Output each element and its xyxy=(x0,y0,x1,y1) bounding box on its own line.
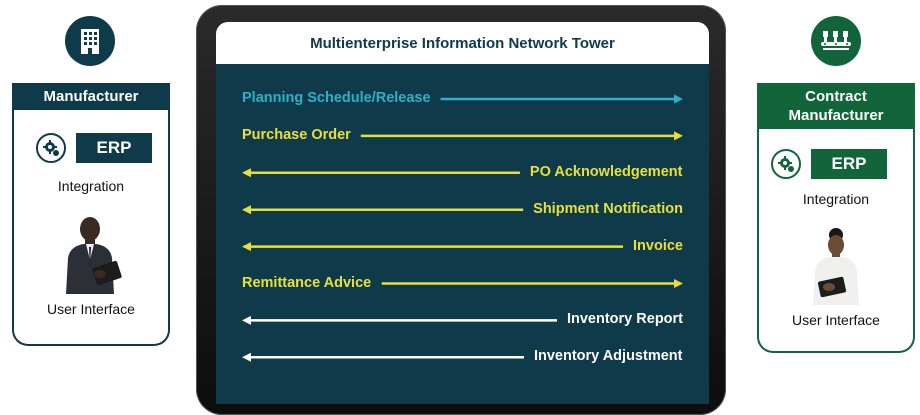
contract-manufacturer-title: Contract Manufacturer xyxy=(757,83,915,129)
integration-label: Integration xyxy=(802,191,870,207)
flow-label-po-acknowledgement: PO Acknowledgement xyxy=(529,163,683,180)
user-interface-label: User Interface xyxy=(47,301,135,317)
contract-manufacturer-erp-row: ERP xyxy=(771,149,887,179)
flow-arrows xyxy=(242,94,683,362)
flow-label-shipment-notification: Shipment Notification xyxy=(533,200,683,217)
contract-manufacturer-panel: Contract Manufacturer ERP Integration xyxy=(757,83,915,353)
flow-arrow-head-shipment-notification xyxy=(242,205,251,215)
tower-title: Multienterprise Information Network Towe… xyxy=(216,22,709,64)
flow-arrow-head-po-acknowledgement xyxy=(242,168,251,178)
flow-arrow-head-inventory-report xyxy=(242,315,251,325)
gear-icon xyxy=(771,149,801,179)
manufacturer-erp-row: ERP xyxy=(36,133,152,163)
flow-label-inventory-adjustment: Inventory Adjustment xyxy=(533,348,683,365)
flow-arrow-head-purchase-order xyxy=(674,131,683,141)
erp-label: ERP xyxy=(76,133,152,163)
businesswoman-avatar xyxy=(805,227,869,310)
gear-icon xyxy=(36,133,66,163)
flow-arrow-head-inventory-adjustment xyxy=(242,352,251,362)
flow-label-remittance-advice: Remittance Advice xyxy=(242,274,372,291)
user-interface-label: User Interface xyxy=(792,312,880,328)
building-icon xyxy=(65,16,115,66)
erp-label: ERP xyxy=(811,149,887,179)
manufacturer-title: Manufacturer xyxy=(12,83,170,110)
manufacturer-panel: Manufacturer ERP Integration xyxy=(12,83,170,346)
flow-arrow-head-invoice xyxy=(242,242,251,252)
factory-icon xyxy=(811,16,861,66)
flow-arrow-head-planning-schedule-release xyxy=(674,94,683,104)
tower-screen xyxy=(216,64,709,404)
flow-label-invoice: Invoice xyxy=(633,237,683,254)
businessman-avatar xyxy=(60,216,124,299)
flow-label-inventory-report: Inventory Report xyxy=(566,311,683,328)
flow-label-purchase-order: Purchase Order xyxy=(242,126,351,143)
integration-label: Integration xyxy=(57,178,125,194)
flow-arrow-head-remittance-advice xyxy=(674,279,683,288)
flow-label-planning-schedule-release: Planning Schedule/Release xyxy=(242,90,431,106)
